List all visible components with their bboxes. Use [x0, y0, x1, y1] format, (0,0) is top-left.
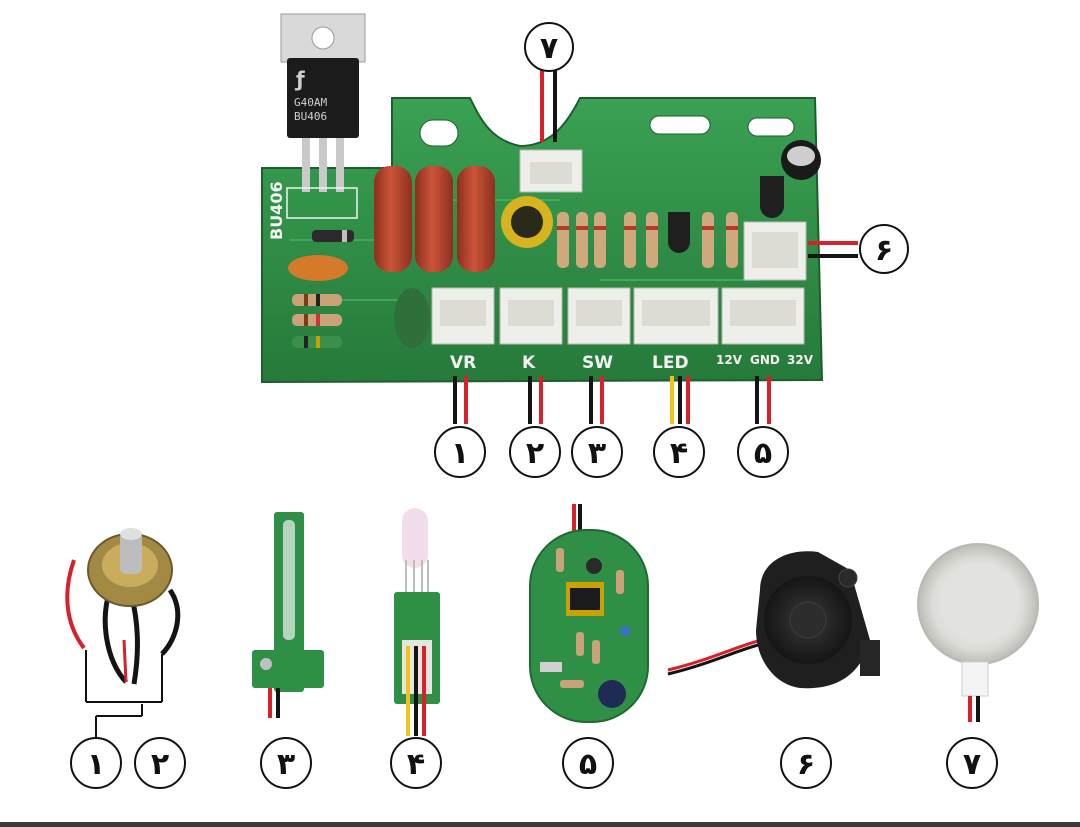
connector-power [721, 287, 805, 345]
connector-6 [743, 221, 807, 281]
connector-led [633, 287, 719, 345]
svg-text:۳: ۳ [588, 436, 606, 471]
pcb-callout-1: ۱ [434, 426, 486, 478]
film-capacitor [457, 166, 495, 272]
pcb-callout-4: ۴ [653, 426, 705, 478]
silkscreen-sw: SW [582, 353, 613, 373]
small-transistor [760, 176, 784, 218]
svg-text:۲: ۲ [151, 747, 169, 782]
film-capacitor [374, 166, 412, 272]
svg-text:۵: ۵ [579, 747, 597, 782]
svg-text:۲: ۲ [526, 436, 544, 471]
connector-k [499, 287, 563, 345]
mounting-slot [747, 117, 795, 137]
led-board [394, 508, 440, 736]
main-pcb: G40AM BU406 ƒ BU406 [261, 13, 824, 384]
component-label-3: ۳ [260, 737, 312, 789]
bottom-divider [0, 822, 1080, 827]
mounting-slot [649, 115, 711, 135]
silkscreen-k: K [522, 353, 536, 373]
svg-text:۱: ۱ [87, 747, 105, 782]
ceramic-capacitor [288, 255, 348, 281]
pcb-callout-5: ۵ [737, 426, 789, 478]
small-transistor [668, 212, 690, 253]
mounting-hole [419, 119, 459, 147]
pcb-callout-3: ۳ [571, 426, 623, 478]
component-label-4: ۴ [390, 737, 442, 789]
pot-bracket [85, 650, 163, 738]
connector-7 [519, 149, 583, 193]
component-label-5: ۵ [562, 737, 614, 789]
svg-text:۶: ۶ [797, 747, 815, 782]
silkscreen-12v: 12V [716, 353, 743, 367]
resistor-group-left [292, 294, 342, 348]
pcb-callout-6: ۶ [859, 224, 909, 274]
chip-marking-top: G40AM [294, 96, 327, 109]
resistor-row [557, 212, 738, 268]
silkscreen-bu406: BU406 [267, 181, 286, 240]
ultrasonic-disc [917, 543, 1039, 722]
silkscreen-gnd: GND [750, 353, 780, 367]
pcb-callout-2: ۲ [509, 426, 561, 478]
potentiometer [65, 528, 181, 685]
diode [312, 230, 354, 242]
connector-vr [431, 287, 495, 345]
power-transistor: G40AM BU406 ƒ [280, 13, 366, 192]
silkscreen-vr: VR [450, 353, 476, 373]
svg-text:۷: ۷ [540, 31, 558, 66]
component-label-1: ۱ [70, 737, 122, 789]
svg-text:۳: ۳ [277, 747, 295, 782]
reed-switch-board [252, 512, 324, 718]
connector-sw [567, 287, 631, 345]
film-capacitor-green [394, 288, 430, 348]
pcb-callout-7: ۷ [524, 22, 574, 72]
chip-marking-bottom: BU406 [294, 110, 327, 123]
svg-text:۴: ۴ [407, 747, 425, 782]
film-capacitor [415, 166, 453, 272]
silkscreen-32v: 32V [787, 353, 814, 367]
svg-text:۶: ۶ [875, 233, 893, 268]
component-label-2: ۲ [134, 737, 186, 789]
pcb-wires [453, 70, 858, 424]
svg-text:۱: ۱ [451, 436, 469, 471]
component-label-6: ۶ [780, 737, 832, 789]
svg-text:۴: ۴ [670, 436, 688, 471]
blower-fan [667, 551, 880, 689]
svg-text:۵: ۵ [754, 436, 772, 471]
manufacturer-logo: ƒ [294, 67, 305, 91]
transistor-outline [286, 187, 358, 219]
component-label-7: ۷ [946, 737, 998, 789]
silkscreen-led: LED [652, 353, 689, 373]
power-module [529, 504, 649, 723]
svg-text:۷: ۷ [963, 747, 981, 782]
